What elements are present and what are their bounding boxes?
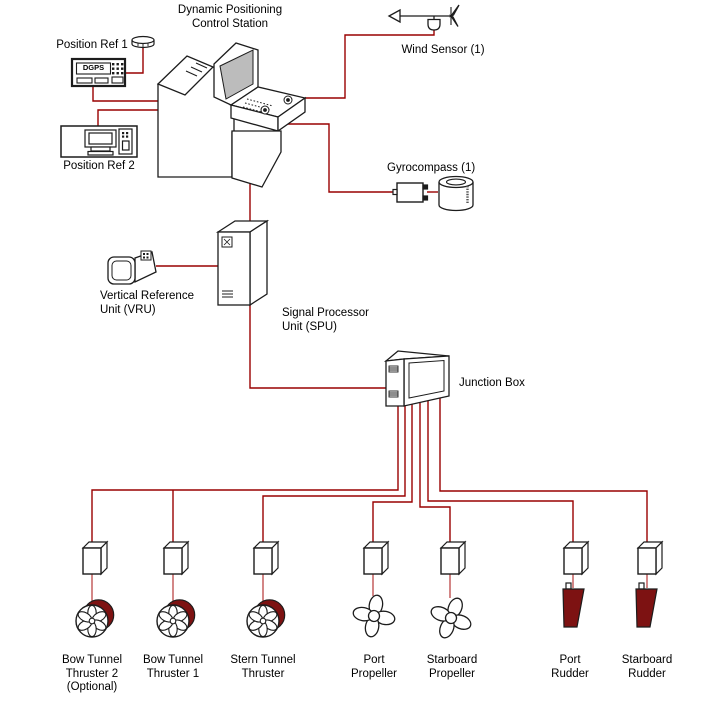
interface-box — [637, 541, 663, 575]
wiring-main — [91, 30, 648, 544]
junction-grilles — [388, 365, 399, 398]
label-wind-sensor: Wind Sensor (1) — [401, 44, 485, 56]
gps-antenna-icon — [131, 35, 155, 49]
console-vent-lines — [185, 62, 208, 77]
label-vru: Vertical Reference Unit (VRU) — [100, 290, 194, 316]
rudder-icon — [635, 582, 658, 628]
tunnel-thruster-icon — [246, 599, 286, 638]
interface-box — [440, 541, 466, 575]
tunnel-thruster-icon — [156, 599, 196, 638]
console-keyboard-detail — [242, 95, 293, 115]
wire-posref2-to-console — [97, 109, 158, 126]
propeller-icon — [351, 593, 397, 639]
dgps-led-grid — [112, 63, 124, 75]
interface-box — [253, 541, 279, 575]
label-position-ref-1: Position Ref 1 — [56, 39, 128, 51]
tunnel-thruster-icon — [75, 599, 115, 638]
spu-cabinet-icon — [215, 219, 270, 307]
gyrocompass-icon — [392, 175, 474, 212]
label-junction-box: Junction Box — [459, 377, 525, 389]
interface-box — [363, 541, 389, 575]
wire-junction-to-portrudder — [427, 401, 574, 544]
interface-box — [82, 541, 108, 575]
vru-icon — [107, 250, 157, 285]
propeller-icon — [428, 595, 474, 641]
console-screen — [219, 49, 254, 100]
label-dgps: DGPS — [82, 63, 105, 72]
wire-junction-to-stbdrudder — [439, 398, 648, 544]
wire-console-to-wind — [305, 30, 435, 99]
tunnel-thruster-icons — [75, 599, 286, 638]
interface-box — [563, 541, 589, 575]
label-starboard-propeller: Starboard Propeller — [426, 654, 478, 680]
label-bow-thruster-1: Bow Tunnel Thruster 1 — [142, 654, 204, 680]
junction-box-icon — [383, 350, 450, 407]
label-port-rudder: Port Rudder — [551, 654, 589, 680]
wire-junction-to-portprop — [372, 404, 413, 544]
position-ref-2-icon — [60, 125, 138, 158]
wire-spu-to-junction — [249, 305, 386, 389]
wire-junction-to-sternthruster — [262, 406, 406, 544]
rudder-icon — [562, 582, 585, 628]
label-gyrocompass: Gyrocompass (1) — [387, 162, 476, 174]
label-spu: Signal Processor Unit (SPU) — [282, 307, 369, 333]
wind-sensor-icon — [387, 4, 460, 31]
wire-antenna-to-dgps — [125, 47, 144, 74]
rudder-icons — [562, 582, 658, 628]
label-position-ref-2: Position Ref 2 — [63, 160, 135, 172]
label-stern-thruster: Stern Tunnel Thruster — [230, 654, 296, 680]
label-bow-thruster-2: Bow Tunnel Thruster 2 (Optional) — [61, 654, 123, 693]
wire-junction-to-stbdprop — [419, 403, 451, 544]
dgps-receiver-icon — [70, 57, 127, 88]
label-starboard-rudder: Starboard Rudder — [621, 654, 673, 680]
interface-box — [163, 541, 189, 575]
diagram-title: Dynamic Positioning Control Station — [177, 4, 283, 30]
propeller-icons — [351, 593, 474, 641]
spu-vent-grille — [222, 290, 233, 298]
label-port-propeller: Port Propeller — [350, 654, 398, 680]
interface-boxes — [82, 541, 663, 575]
wire-dgps-to-console — [92, 86, 158, 102]
wire-console-to-gyro — [284, 123, 393, 193]
wire-junction-to-bowthruster2 — [91, 406, 399, 544]
wiring-actuator-drops — [91, 574, 648, 604]
dp-console-illustration — [156, 42, 307, 188]
